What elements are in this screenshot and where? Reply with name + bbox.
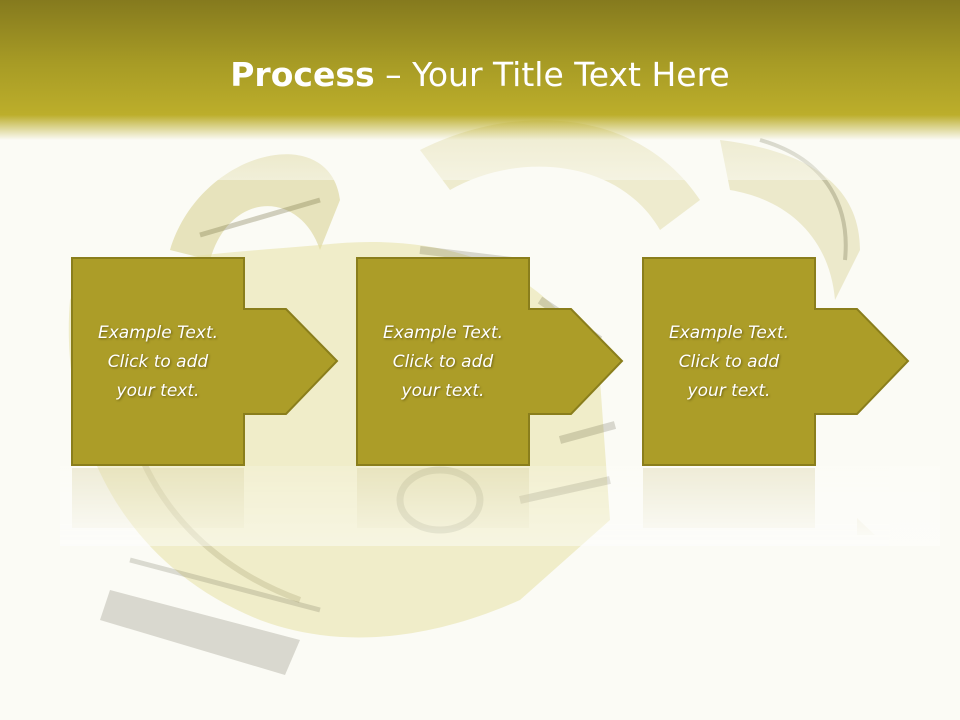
title-bold: Process <box>230 55 375 94</box>
process-step-3-text[interactable]: Example Text. Click to add your text. <box>668 322 790 401</box>
slide-title[interactable]: Process – Your Title Text Here <box>0 52 960 98</box>
process-step-1-text[interactable]: Example Text. Click to add your text. <box>97 322 219 401</box>
process-step-1-shape[interactable] <box>71 257 339 466</box>
process-step-2-shape[interactable] <box>356 257 624 466</box>
shapes-reflection <box>60 466 940 546</box>
process-step-2-text[interactable]: Example Text. Click to add your text. <box>382 322 504 401</box>
process-step-3-shape[interactable] <box>642 257 910 466</box>
title-rest: – Your Title Text Here <box>374 55 730 94</box>
header-band <box>0 0 960 140</box>
